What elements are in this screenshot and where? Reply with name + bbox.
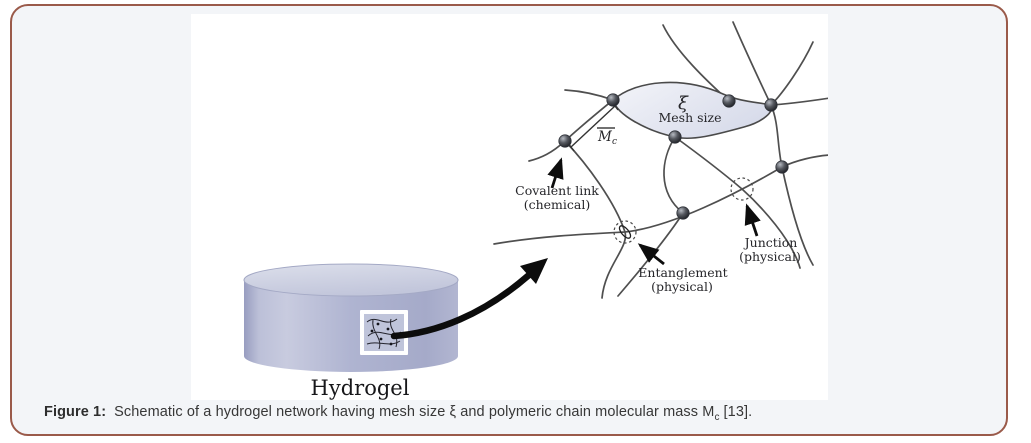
hydrogel-label: Hydrogel [311,376,410,400]
crosslink-nodes [558,93,789,220]
mc-subscript: c [612,137,617,147]
crosslink-node [606,93,620,107]
entanglement-knot [618,225,632,239]
crosslink-node [558,134,572,148]
covalent-link-sublabel: (chemical) [524,197,591,212]
polymer-chain [770,41,814,106]
entanglement-arrow [637,243,665,266]
figure-caption-number: Figure 1: [44,404,107,420]
junction-arrow [744,203,761,237]
figure-caption-subscript: c [714,411,720,423]
figure-caption: Figure 1: Schematic of a hydrogel network… [44,404,974,423]
crosslink-node [764,98,778,112]
network-diagram: M c ξ [243,21,828,400]
zoom-arrow [390,258,548,340]
hydrogel-cylinder [243,263,459,372]
entanglement-label: Entanglement [638,265,727,280]
polymer-chain [564,89,614,101]
xi-symbol: ξ [678,93,689,114]
polymer-chain [564,140,627,299]
figure-caption-text: Schematic of a hydrogel network having m… [114,404,715,420]
crosslink-node [676,206,690,220]
mc-label-group: M c [597,127,617,147]
entanglement-sublabel: (physical) [651,279,713,294]
figure-caption-reference: [13]. [723,404,753,420]
figure-frame: M c ξ [10,4,1008,436]
covalent-link-label: Covalent link [515,183,599,198]
crosslink-node [722,94,736,108]
polymer-chain [663,136,684,214]
polymer-chain [674,136,801,269]
mc-label: M [597,129,613,145]
polymer-chain [732,21,814,266]
junction-sublabel: (physical) [739,249,801,264]
junction-label: Junction [743,235,798,250]
entanglement-circle [613,220,637,244]
polymer-chain [770,97,828,106]
figure-panel: M c ξ [191,14,828,400]
sample-window-nodes [370,322,396,346]
annotation-arrows [547,157,761,266]
crosslink-node [668,130,682,144]
junction-circle [730,177,754,201]
crosslink-node [775,160,789,174]
covalent-link-arrow [547,157,564,189]
mesh-size-label: Mesh size [658,110,721,125]
